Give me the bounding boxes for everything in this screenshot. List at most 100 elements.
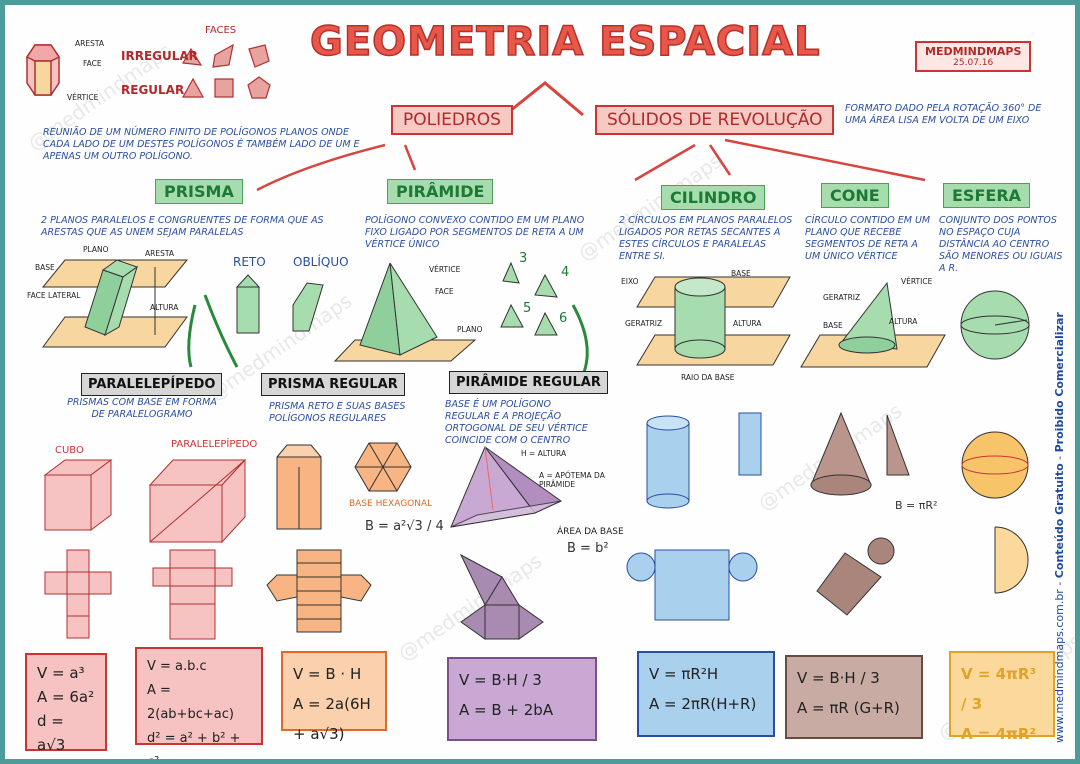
paralelepipedo-desc: PRISMAS COM BASE EM FORMA DE PARALELOGRA… — [67, 397, 217, 420]
hexagonal-prism-icon — [25, 44, 61, 96]
side-separator: - — [1053, 455, 1066, 460]
cube-diagram — [43, 459, 113, 531]
irregular-label: IRREGULAR — [121, 49, 198, 63]
side-site: www.medmindmaps.com.br — [1053, 589, 1066, 743]
formula-line: A = 2πR(H+R) — [649, 695, 757, 713]
blue-cylinder-diagram — [646, 412, 762, 509]
regular-faces-icon — [181, 76, 271, 99]
formula-line: V = 4πR³ / 3 — [961, 665, 1037, 713]
formula-line: A = 6a² — [37, 688, 95, 706]
prisma-regular-formula-box: V = B · H A = 2a(6H + a√3) — [281, 651, 387, 743]
brand-date: 25.07.16 — [953, 58, 994, 68]
piramide-plano: PLANO — [457, 325, 483, 334]
arrow-to-prisma — [256, 143, 386, 192]
prisma-label: PRISMA — [155, 179, 243, 204]
drawing-layer — [25, 43, 1030, 640]
poliedros-desc: REUNIÃO DE UM NÚMERO FINITO DE POLÍGONOS… — [43, 127, 360, 162]
formula-line: V = B·H / 3 — [797, 669, 880, 687]
pyramid-num-6: 6 — [559, 311, 568, 326]
cilindro-base: BASE — [731, 269, 751, 278]
formula-line: V = a³ — [37, 664, 85, 682]
cilindro-desc: 2 CÍRCULOS EM PLANOS PARALELOS LIGADOS P… — [619, 215, 793, 262]
prisma-altura: ALTURA — [150, 303, 179, 312]
sphere-diagram — [960, 290, 1030, 360]
green-arrow — [187, 304, 197, 368]
prisma-face-lateral: FACE LATERAL — [27, 291, 81, 300]
pyramid-num-5: 5 — [523, 301, 532, 316]
cone-label: CONE — [821, 183, 889, 208]
regular-pyramid-diagram — [450, 446, 562, 528]
cone-desc: CÍRCULO CONTIDO EM UM PLANO QUE RECEBE S… — [805, 215, 931, 262]
cilindro-geratriz: GERATRIZ — [625, 319, 663, 328]
side-no-commercial: Proibido Comercializar — [1053, 312, 1066, 453]
poliedros-box: POLIEDROS — [391, 105, 513, 135]
formula-line: d² = a² + b² + c² — [147, 731, 241, 764]
cubo-formula-box: V = a³ A = 6a² d = a√3 — [25, 653, 107, 754]
formula-line: A = πR (G+R) — [797, 699, 900, 717]
formula-line: V = B·H / 3 — [459, 671, 542, 689]
prisma-desc: 2 PLANOS PARALELOS E CONGRUENTES DE FORM… — [41, 215, 324, 238]
formula-line: A = 2a(6H + a√3) — [293, 695, 371, 743]
paral-sub-label: PARALELEPÍPEDO — [171, 439, 258, 450]
reto-label: RETO — [233, 255, 266, 269]
formula-line: A = B + 2bA — [459, 701, 554, 719]
right-oblique-prisms — [235, 274, 324, 334]
title-connector-arrow — [504, 81, 584, 117]
cilindro-raio: RAIO DA BASE — [681, 373, 735, 382]
pyramid-num-3: 3 — [519, 251, 528, 266]
page-title: GEOMETRIA ESPACIAL — [309, 18, 821, 66]
cone-base: BASE — [823, 321, 843, 330]
label-vertice: VÉRTICE — [67, 93, 99, 102]
parallelepiped-net — [152, 549, 233, 640]
pyr-apotema-label: A = APÓTEMA DA PIRÂMIDE — [539, 471, 605, 489]
solidos-box: SÓLIDOS DE REVOLUÇÃO — [595, 105, 835, 135]
paralelepipedo-label: PARALELEPÍPEDO — [81, 373, 223, 396]
side-separator: - — [1053, 581, 1066, 586]
side-free: Conteúdo Gratuito — [1053, 463, 1066, 579]
green-arrow — [571, 304, 589, 376]
prisma-plano: PLANO — [83, 245, 109, 254]
cubo-label: CUBO — [55, 445, 84, 456]
label-face: FACE — [83, 59, 102, 68]
formula-line: V = a.b.c — [147, 659, 207, 674]
obliquo-label: OBLÍQUO — [293, 255, 349, 269]
yellow-sphere-diagram — [961, 431, 1029, 594]
cilindro-label: CILINDRO — [661, 185, 766, 210]
piramide-face: FACE — [435, 287, 454, 296]
regular-label: REGULAR — [121, 83, 185, 97]
prisma-regular-label: PRISMA REGULAR — [261, 373, 405, 396]
arrow-to-cilindro — [634, 143, 696, 182]
formula-line: V = B · H — [293, 665, 362, 683]
cone-diagram — [800, 281, 946, 368]
cylinder-diagram — [636, 276, 791, 366]
hex-prism-diagram — [276, 442, 412, 530]
cilindro-eixo: EIXO — [621, 277, 639, 286]
prisma-aresta: ARESTA — [145, 249, 174, 258]
area-base-label: ÁREA DA BASE — [557, 527, 624, 537]
arrow-to-piramide — [403, 144, 417, 171]
prisma-regular-desc: PRISMA RETO E SUAS BASES POLÍGONOS REGUL… — [269, 401, 406, 424]
brand-name: MEDMINDMAPS — [925, 45, 1022, 58]
piramide-regular-formula-box: V = B·H / 3 A = B + 2bA — [447, 657, 597, 741]
piramide-desc: POLÍGONO CONVEXO CONTIDO EM UM PLANO FIX… — [365, 215, 585, 250]
area-base-formula: B = b² — [567, 541, 609, 556]
piramide-label: PIRÂMIDE — [387, 179, 494, 204]
faces-heading: FACES — [205, 25, 237, 36]
formula-line: d = a√3 — [37, 712, 66, 754]
label-aresta: ARESTA — [75, 39, 104, 48]
esfera-desc: CONJUNTO DOS PONTOS NO ESPAÇO CUJA DISTÂ… — [939, 215, 1063, 274]
arrow-to-esfera — [724, 138, 926, 182]
piramide-vertice: VÉRTICE — [429, 265, 461, 274]
prism-diagram — [41, 259, 189, 348]
hex-prism-net — [266, 549, 372, 633]
irregular-faces-icon — [182, 43, 270, 68]
paral-formula-box: V = a.b.c A = 2(ab+bc+ac) d² = a² + b² +… — [135, 647, 263, 759]
cone-net — [816, 537, 895, 616]
cone-altura: ALTURA — [889, 317, 918, 326]
piramide-regular-label: PIRÂMIDE REGULAR — [449, 371, 608, 394]
arrow-to-cone — [708, 144, 732, 176]
hex-area-formula: B = a²√3 / 4 — [365, 519, 444, 534]
green-arrow — [203, 294, 239, 368]
pyramid-num-4: 4 — [561, 265, 570, 280]
